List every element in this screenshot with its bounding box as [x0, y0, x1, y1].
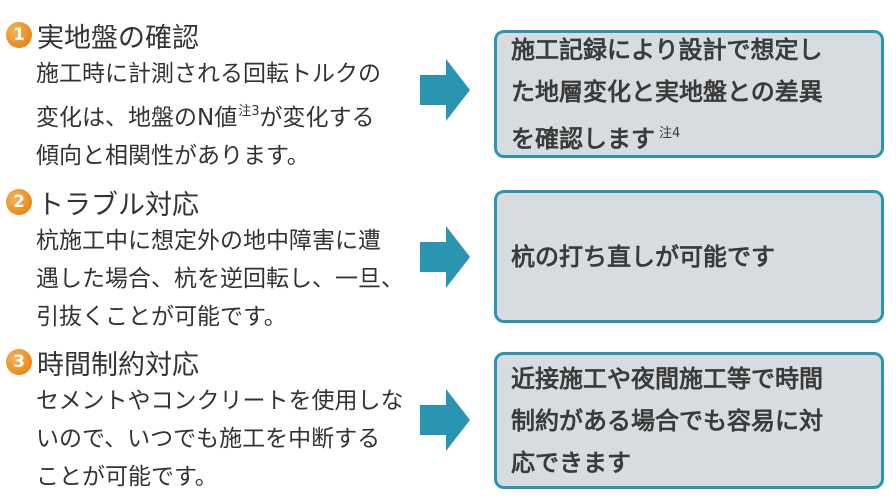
item-3-title-text: 時間制約対応: [37, 349, 199, 381]
item-3-desc-line-1: セメントやコンクリートを使用しな: [36, 388, 404, 414]
item-3-title: 3 時間制約対応: [6, 345, 199, 381]
item-1-number-badge: 1: [6, 22, 32, 48]
item-3-description: セメントやコンクリートを使用しな いので、いつでも施工を中断する ことが可能です…: [36, 382, 404, 496]
arrow-right-icon: [420, 389, 470, 451]
arrow-right-icon: [420, 59, 470, 121]
item-3-number-badge: 3: [6, 349, 32, 375]
item-2-title: 2 トラブル対応: [6, 185, 199, 221]
item-1-desc-line-1: 施工時に計測される回転トルクの: [36, 61, 381, 87]
item-1-description: 施工時に計測される回転トルクの 変化は、地盤のN値注3が変化する 傾向と相関性が…: [36, 55, 402, 175]
item-1-title-text: 実地盤の確認: [37, 22, 199, 54]
item-3-desc-line-2: いので、いつでも施工を中断する: [36, 426, 381, 452]
item-3-box-line-3: 応できます: [511, 448, 631, 477]
item-1-desc-line-2b: が変化する: [259, 105, 375, 131]
item-2-result-box: 杭の打ち直しが可能です: [494, 190, 884, 323]
item-3-box-line-2: 制約がある場合でも容易に対: [511, 406, 823, 435]
item-3-result-box: 近接施工や夜間施工等で時間 制約がある場合でも容易に対 応できます: [494, 352, 884, 489]
item-1-desc-line-2: 変化は、地盤のN値注3が変化する: [36, 93, 402, 137]
item-2-desc-line-3: 引抜くことが可能です。: [36, 304, 287, 330]
item-2-description: 杭施工中に想定外の地中障害に遭 遇した場合、杭を逆回転し、一旦、 引抜くことが可…: [36, 222, 404, 336]
item-1-box-line-3a: を確認します: [511, 124, 655, 153]
arrow-right-icon: [420, 226, 470, 288]
item-3-box-line-1: 近接施工や夜間施工等で時間: [511, 364, 823, 393]
item-2-desc-line-2: 遇した場合、杭を逆回転し、一旦、: [36, 266, 404, 292]
item-1-box-line-1: 施工記録により設計で想定し: [511, 35, 823, 64]
item-1-box-line-3: を確認します注4: [511, 113, 867, 160]
item-2-title-text: トラブル対応: [37, 189, 199, 221]
item-2-box-line-1: 杭の打ち直しが可能です: [511, 242, 775, 271]
item-1-note-3: 注3: [238, 104, 260, 119]
item-3-desc-line-3: ことが可能です。: [36, 464, 218, 490]
item-1-desc-line-2a: 変化は、地盤のN値: [36, 105, 238, 131]
item-1-title: 1 実地盤の確認: [6, 18, 199, 54]
item-1-result-box: 施工記録により設計で想定し た地層変化と実地盤との差異 を確認します注4: [494, 30, 884, 158]
item-1-note-4: 注4: [659, 125, 681, 141]
item-2-desc-line-1: 杭施工中に想定外の地中障害に遭: [36, 228, 381, 254]
item-2-number-badge: 2: [6, 189, 32, 215]
item-1-desc-line-3: 傾向と相関性があります。: [36, 143, 310, 169]
item-1-box-line-2: た地層変化と実地盤との差異: [511, 77, 823, 106]
